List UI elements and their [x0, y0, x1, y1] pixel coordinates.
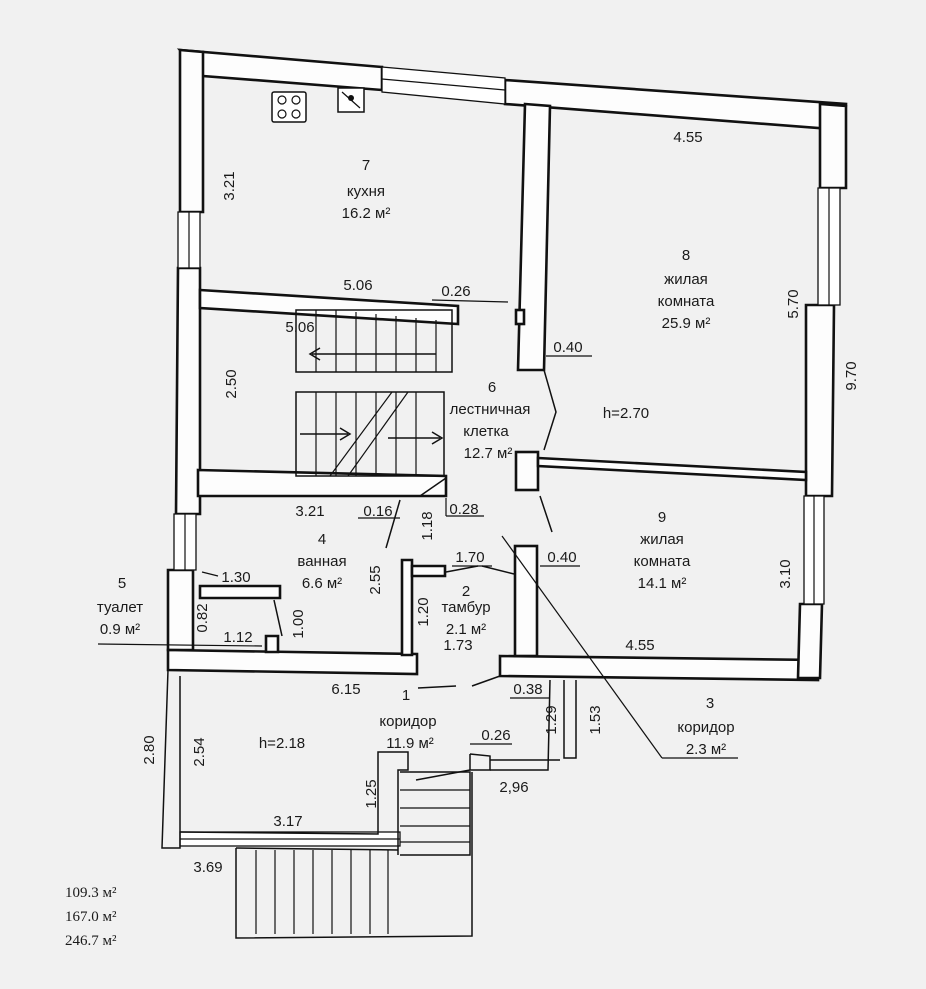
dim-038: 0.38	[513, 681, 542, 698]
room-3-number: 3	[706, 695, 714, 712]
window-right-room9	[803, 495, 825, 605]
dim-stair-top-2: 5.06	[285, 319, 314, 336]
dim-170: 1.70	[455, 549, 484, 566]
total-area-1: 109.3 м²	[65, 885, 117, 901]
stair-direction-arrows	[300, 347, 444, 445]
dim-120: 1.20	[415, 597, 432, 626]
ceiling-height-lower: h=2.18	[259, 735, 305, 752]
room-7-number: 7	[362, 157, 370, 174]
dim-026-b: 0.26	[481, 727, 510, 744]
dim-369: 3.69	[193, 859, 222, 876]
room-8-number: 8	[682, 247, 690, 264]
ceiling-height-main: h=2.70	[603, 405, 649, 422]
room-1-corridor: 1 коридор 11.9 м²	[379, 687, 436, 752]
dim-stair-left: 2.50	[223, 369, 240, 398]
dim-040-b: 0.40	[547, 549, 576, 566]
dim-028: 0.28	[449, 501, 478, 518]
vertical-dimension-labels: 3.21 2.50 5.70 9.70 1.18 2.55 1.20 3.10 …	[141, 171, 860, 808]
room-6-name-line2: клетка	[463, 423, 509, 440]
room-5-name: туалет	[97, 599, 143, 616]
doors	[273, 369, 557, 781]
dim-026-a: 0.26	[441, 283, 470, 300]
lower-corridor-outline	[161, 669, 577, 855]
room-1-name: коридор	[379, 713, 436, 730]
dim-100: 1.00	[290, 609, 307, 638]
room-6-name-line1: лестничная	[450, 401, 531, 418]
room-8-area: 25.9 м²	[662, 315, 711, 332]
dim-016: 0.16	[363, 503, 392, 520]
window-right-room8	[817, 187, 841, 306]
room-5-toilet: 5 туалет 0.9 м²	[97, 575, 143, 638]
dim-top-right: 4.55	[673, 129, 702, 146]
room-2-number: 2	[462, 583, 470, 600]
dim-040-a: 0.40	[553, 339, 582, 356]
total-area-2: 167.0 м²	[65, 909, 117, 925]
dim-stair-top: 5.06	[343, 277, 372, 294]
room-9-area: 14.1 м²	[638, 575, 687, 592]
dimension-labels: 4.55 5.06 5.06 0.26 0.40 3.21 0.16 0.28 …	[193, 129, 702, 876]
room-1-number: 1	[402, 687, 410, 704]
dim-317: 3.17	[273, 813, 302, 830]
room-8-living: 8 жилая комната 25.9 м²	[658, 247, 715, 332]
dim-r9-right: 3.10	[777, 559, 794, 588]
dim-280: 2.80	[141, 735, 158, 764]
leader-lines	[97, 299, 738, 759]
room-8-name-line2: комната	[658, 293, 715, 310]
dim-153: 1.53	[587, 705, 604, 734]
room-7-kitchen: 7 кухня 16.2 м²	[342, 157, 391, 222]
window-top	[381, 66, 506, 105]
window-left-bath	[173, 513, 197, 571]
dim-173: 1.73	[443, 637, 472, 654]
interior-walls	[196, 102, 808, 658]
room-3-area: 2.3 м²	[686, 741, 726, 758]
room-4-number: 4	[318, 531, 326, 548]
room-8-name-line1: жилая	[664, 271, 708, 288]
room-1-area: 11.9 м²	[386, 735, 434, 752]
room-9-number: 9	[658, 509, 666, 526]
outer-walls	[166, 48, 848, 682]
dim-112: 1.12	[223, 629, 252, 646]
dim-r9-bottom: 4.55	[625, 637, 654, 654]
porch-step-lines	[255, 850, 389, 934]
room-4-area: 6.6 м²	[302, 575, 342, 592]
porch-stairs	[235, 771, 473, 939]
dim-118: 1.18	[419, 511, 436, 540]
dim-r8-right: 5.70	[785, 289, 802, 318]
room-2-name: тамбур	[441, 599, 490, 616]
room-7-name: кухня	[347, 183, 385, 200]
room-3-corridor: 3 коридор 2.3 м²	[677, 695, 734, 758]
dim-kitchen-left: 3.21	[221, 171, 238, 200]
room-4-bathroom: 4 ванная 6.6 м²	[297, 531, 346, 592]
room-6-area: 12.7 м²	[464, 445, 513, 462]
room-5-number: 5	[118, 575, 126, 592]
dim-255: 2.55	[367, 565, 384, 594]
room-6-staircase: 6 лестничная клетка 12.7 м²	[450, 379, 531, 462]
stove-icon	[271, 91, 307, 123]
dim-overall-right: 9.70	[843, 361, 860, 390]
window-left-kitchen	[177, 211, 201, 269]
dim-082: 0.82	[194, 603, 211, 632]
total-area-3: 246.7 м²	[65, 933, 117, 949]
room-2-vestibule: 2 тамбур 2.1 м²	[441, 583, 490, 638]
dim-129: 1.29	[543, 705, 560, 734]
room-4-name: ванная	[297, 553, 346, 570]
room-6-number: 6	[488, 379, 496, 396]
dim-254: 2.54	[191, 737, 208, 766]
dim-stair-bottom: 3.21	[295, 503, 324, 520]
room-9-name-line2: комната	[634, 553, 691, 570]
room-9-living: 9 жилая комната 14.1 м²	[634, 509, 691, 592]
dim-615: 6.15	[331, 681, 360, 698]
room-7-area: 16.2 м²	[342, 205, 391, 222]
dim-125: 1.25	[363, 779, 380, 808]
room-5-area: 0.9 м²	[100, 621, 140, 638]
dim-296: 2,96	[499, 779, 528, 796]
room-2-area: 2.1 м²	[446, 621, 486, 638]
room-3-name: коридор	[677, 719, 734, 736]
dim-130: 1.30	[221, 569, 250, 586]
boiler-icon	[337, 87, 365, 113]
interior-staircase	[295, 309, 453, 477]
room-9-name-line1: жилая	[640, 531, 684, 548]
